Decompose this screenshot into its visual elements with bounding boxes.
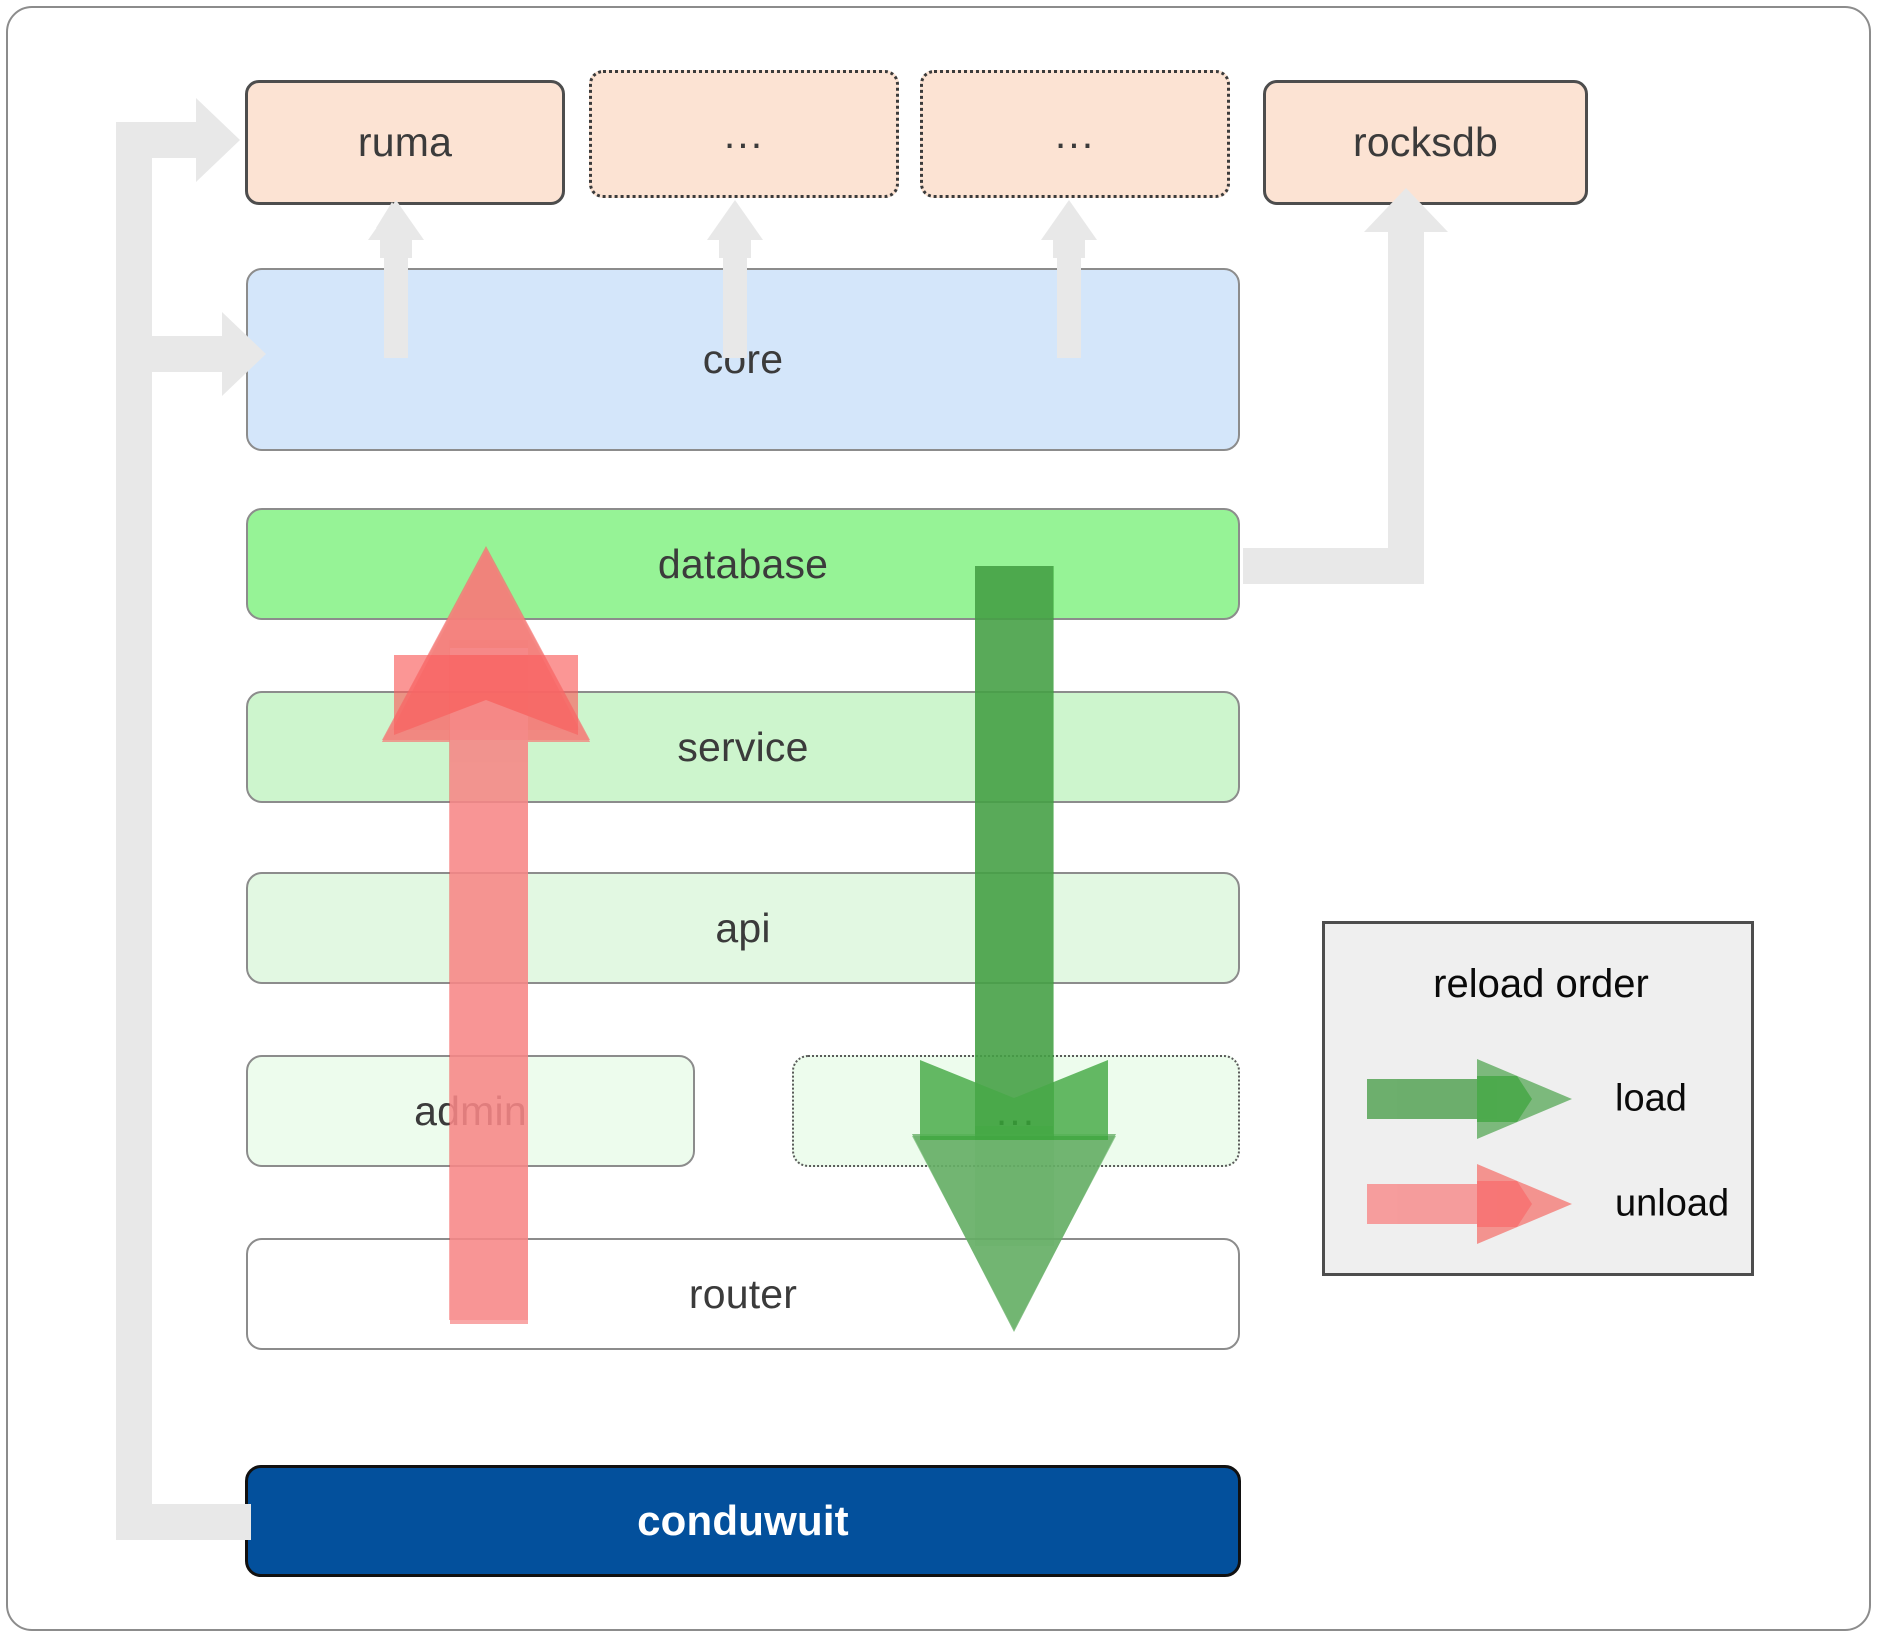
legend-label-unload: unload <box>1615 1182 1730 1225</box>
crate-node-service[interactable]: service <box>246 691 1240 803</box>
layer-label: database <box>657 540 829 587</box>
application-label: conduwuit <box>637 1497 849 1544</box>
legend-item-unload: unload <box>1325 1159 1757 1249</box>
layer-label: service <box>677 723 809 770</box>
application-node-conduwuit[interactable]: conduwuit <box>245 1465 1241 1577</box>
dependency-node-rocksdb[interactable]: rocksdb <box>1263 80 1588 205</box>
layer-label: admin <box>414 1087 527 1134</box>
dependency-node-ruma[interactable]: ruma <box>245 80 565 205</box>
legend-panel: reload order load unload <box>1322 921 1754 1276</box>
crate-node-router[interactable]: router <box>246 1238 1240 1350</box>
unload-arrow-icon <box>1367 1164 1572 1244</box>
legend-item-load: load <box>1325 1054 1757 1144</box>
crate-node-admin[interactable]: admin <box>246 1055 695 1167</box>
crate-node-placeholder[interactable]: ... <box>792 1055 1240 1167</box>
dependency-label: ... <box>1054 110 1096 157</box>
layer-label: api <box>715 904 771 951</box>
dependency-node-placeholder-1[interactable]: ... <box>589 70 899 198</box>
dependency-label: rocksdb <box>1353 119 1498 165</box>
legend-title: reload order <box>1433 962 1649 1006</box>
layer-label: ... <box>995 1087 1037 1134</box>
dependency-node-placeholder-2[interactable]: ... <box>920 70 1230 198</box>
dependency-label: ruma <box>357 119 453 165</box>
dependency-label: ... <box>723 110 765 157</box>
crate-node-api[interactable]: api <box>246 872 1240 984</box>
crate-node-database[interactable]: database <box>246 508 1240 620</box>
diagram-frame <box>6 6 1871 1631</box>
layer-label: router <box>688 1270 798 1317</box>
core-label: core <box>702 336 784 382</box>
legend-label-load: load <box>1615 1077 1687 1120</box>
crate-node-core[interactable]: core <box>246 268 1240 451</box>
load-arrow-icon <box>1367 1059 1572 1139</box>
